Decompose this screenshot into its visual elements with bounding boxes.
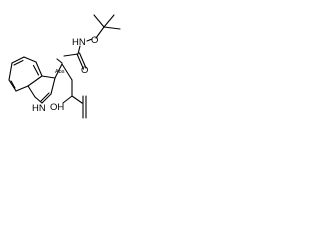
tert-butyl-group xyxy=(93,14,121,39)
indole-nitrogen-label: HN xyxy=(32,103,46,114)
acid-hydroxyl-label: OH xyxy=(50,102,64,113)
stereocenter-bonds xyxy=(54,63,73,97)
amine-label: HN xyxy=(72,37,86,48)
indole-ring xyxy=(8,56,56,104)
stereo-abs-label: Abs xyxy=(55,69,65,75)
carbamate-linker xyxy=(56,38,93,70)
carbamate-oxygen-label: O xyxy=(91,35,98,46)
carboxylic-acid xyxy=(62,95,87,119)
chemical-structure: HN O O OH HN Abs xyxy=(8,14,121,119)
carbonyl-oxygen-label: O xyxy=(81,65,88,76)
